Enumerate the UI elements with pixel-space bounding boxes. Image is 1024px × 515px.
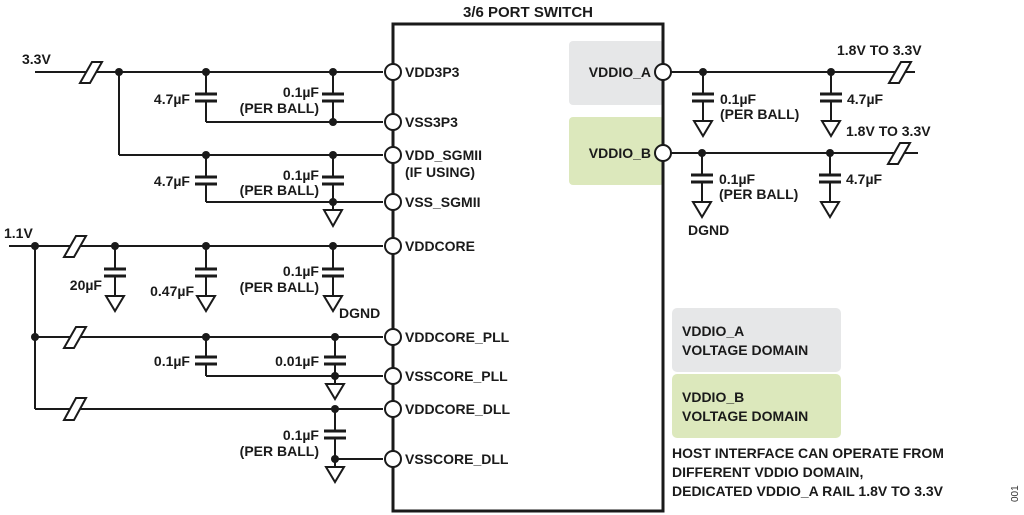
ground-icon [104,295,126,313]
dgnd-label: DGND [688,222,729,238]
vddio-a-domain-region [569,41,664,105]
capacitor-4.7uF-vddio-b [819,153,841,202]
capacitor-4.7uF-3v3-a [195,72,217,122]
svg-text:VSSCORE_DLL: VSSCORE_DLL [405,451,509,467]
chip-body [391,22,665,513]
pin-vss-sgmii: VSS_SGMII [384,193,480,211]
cap-value: 4.7µF [154,91,191,107]
capacitor-0.1uF-3v3-a [322,72,344,122]
svg-text:VSS_SGMII: VSS_SGMII [405,194,480,210]
vddio-a-supply-label: 1.8V TO 3.3V [837,42,922,58]
ground-icon [324,466,346,484]
svg-text:VDDIO_A: VDDIO_A [589,64,651,80]
ground-icon [322,209,344,229]
svg-text:VDDCORE_DLL: VDDCORE_DLL [405,401,510,417]
supply-1v1-label: 1.1V [4,225,33,241]
capacitor-0.1uF-vddio-b [691,153,713,202]
svg-text:VDDIO_B: VDDIO_B [682,389,744,405]
supply-3v3-label: 3.3V [22,51,51,67]
cap-note: (PER BALL) [240,279,319,295]
cap-value: 0.1µF [154,353,191,369]
pin-vdd-sgmii: VDD_SGMII (IF USING) [384,146,482,180]
cap-value: 20µF [70,277,103,293]
break-symbol [887,61,913,84]
cap-value: 4.7µF [846,171,883,187]
pin-vddcore: VDDCORE [384,237,475,255]
svg-text:(IF USING): (IF USING) [405,164,475,180]
pin-vddcore-dll: VDDCORE_DLL [384,400,510,418]
capacitor-0.1uF-vddio-a [692,72,714,121]
capacitor-0.1uF-pll [195,337,217,376]
capacitor-0.1uF-vddcore [322,246,344,296]
svg-text:DEDICATED VDDIO_A RAIL 1.8V TO: DEDICATED VDDIO_A RAIL 1.8V TO 3.3V [672,483,944,499]
ground-icon [819,201,841,219]
capacitor-0.1uF-3v3-b [322,155,344,210]
svg-text:VDDCORE_PLL: VDDCORE_PLL [405,329,510,345]
ground-icon [692,120,714,138]
pin-vddio-b: VDDIO_B [589,144,672,162]
cap-note: (PER BALL) [240,182,319,198]
cap-value: 0.47µF [150,283,194,299]
pin-vddio-a: VDDIO_A [589,63,672,81]
host-interface-note: HOST INTERFACE CAN OPERATE FROM DIFFEREN… [672,445,944,499]
cap-value: 0.1µF [720,91,757,107]
break-symbol [62,326,88,349]
capacitor-20uF [104,246,126,296]
capacitor-4.7uF-vddio-a [820,72,842,121]
cap-value: 4.7µF [154,173,191,189]
vddio-b-supply-label: 1.8V TO 3.3V [846,123,931,139]
cap-value: 0.1µF [283,427,320,443]
cap-value: 0.1µF [283,263,320,279]
pin-vsscore-pll: VSSCORE_PLL [384,367,508,385]
pin-vddcore-pll: VDDCORE_PLL [384,328,510,346]
svg-text:VSS3P3: VSS3P3 [405,114,458,130]
ground-icon [324,383,346,401]
ground-icon [195,295,217,313]
legend-vddio-b: VDDIO_B VOLTAGE DOMAIN [672,374,841,438]
pin-vss3p3: VSS3P3 [384,113,458,131]
cap-value: 4.7µF [847,91,884,107]
figure-id: 001 [1010,485,1021,502]
svg-text:VDD3P3: VDD3P3 [405,64,460,80]
svg-text:HOST INTERFACE CAN OPERATE FRO: HOST INTERFACE CAN OPERATE FROM [672,445,944,461]
capacitor-0.47uF [195,246,217,296]
cap-note: (PER BALL) [240,443,319,459]
pin-vdd3p3: VDD3P3 [384,63,460,81]
dgnd-label: DGND [339,305,380,321]
ground-icon [322,295,344,313]
break-symbol [78,61,104,84]
cap-note: (PER BALL) [240,100,319,116]
ground-icon [820,120,842,138]
svg-text:VDDCORE: VDDCORE [405,238,475,254]
svg-text:VOLTAGE DOMAIN: VOLTAGE DOMAIN [682,342,808,358]
svg-text:DIFFERENT VDDIO DOMAIN,: DIFFERENT VDDIO DOMAIN, [672,464,863,480]
pin-vsscore-dll: VSSCORE_DLL [384,450,509,468]
cap-note: (PER BALL) [719,186,798,202]
svg-text:VOLTAGE DOMAIN: VOLTAGE DOMAIN [682,408,808,424]
break-symbol [62,235,88,258]
ground-icon [691,201,713,219]
cap-value: 0.1µF [719,171,756,187]
svg-text:VDDIO_B: VDDIO_B [589,145,651,161]
svg-text:VDD_SGMII: VDD_SGMII [405,147,482,163]
cap-value: 0.01µF [275,353,319,369]
cap-note: (PER BALL) [720,106,799,122]
break-symbol [62,397,88,421]
cap-value: 0.1µF [283,84,320,100]
vddio-b-domain-region [569,117,664,185]
chip-title: 3/6 PORT SWITCH [463,4,593,21]
break-symbol [886,142,912,165]
capacitor-4.7uF-3v3-b [195,155,217,202]
legend-vddio-a: VDDIO_A VOLTAGE DOMAIN [672,308,841,372]
svg-text:VSSCORE_PLL: VSSCORE_PLL [405,368,508,384]
svg-text:VDDIO_A: VDDIO_A [682,323,744,339]
capacitor-0.01uF-pll [324,337,346,384]
cap-value: 0.1µF [283,167,320,183]
